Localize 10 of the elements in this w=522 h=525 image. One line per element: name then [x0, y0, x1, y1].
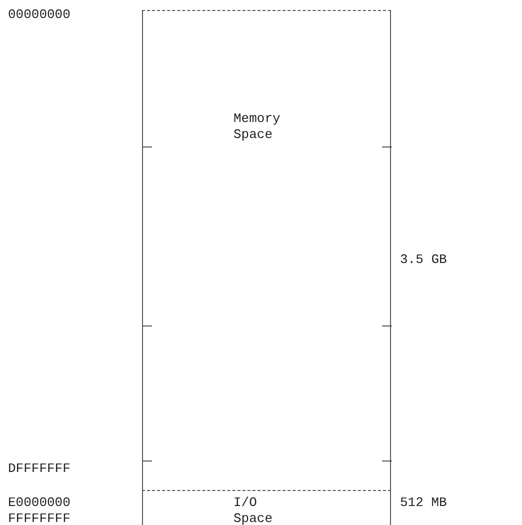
memory-region-box: [142, 490, 391, 525]
region-label: I/O Space: [234, 495, 274, 525]
memory-region-box: [142, 10, 391, 490]
size-label: 512 MB: [400, 495, 447, 511]
address-label: DFFFFFFF: [8, 461, 70, 477]
address-label: FFFFFFFF: [8, 511, 70, 525]
address-label: E0000000: [8, 495, 70, 511]
region-label: Memory Space: [234, 111, 282, 143]
address-label: 00000000: [8, 7, 70, 23]
size-label: 3.5 GB: [400, 252, 447, 268]
